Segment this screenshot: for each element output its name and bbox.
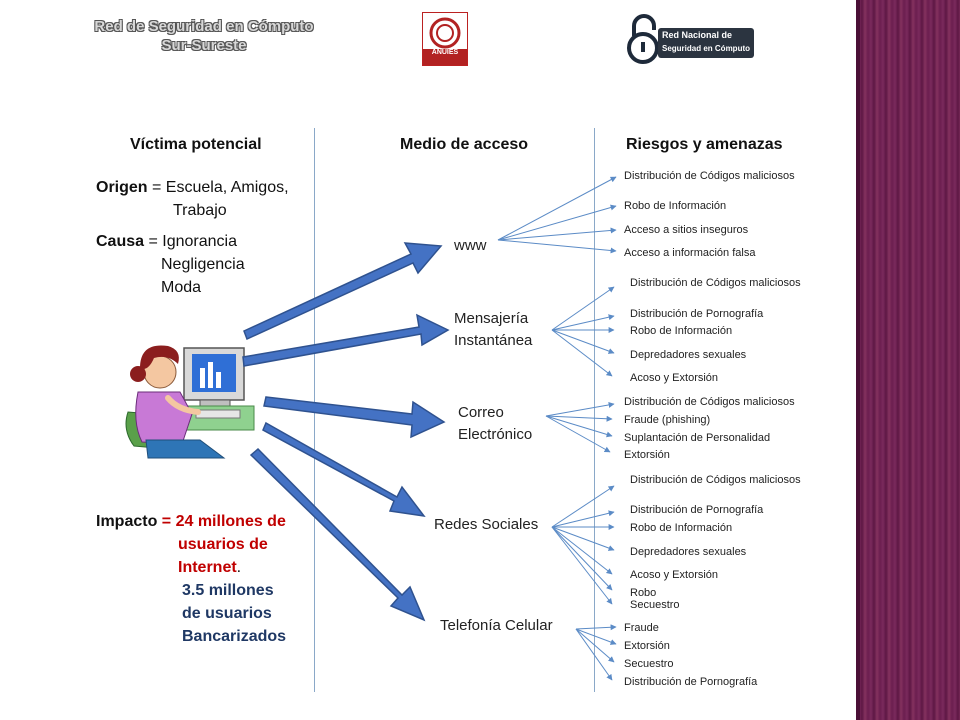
risk-item: Robo de Información bbox=[624, 200, 727, 212]
risk-item: Secuestro bbox=[630, 599, 680, 611]
origin-value-1: = Escuela, Amigos, bbox=[152, 179, 289, 196]
column-heading-risks: Riesgos y amenazas bbox=[626, 136, 783, 153]
medium-redes: Redes Sociales bbox=[434, 516, 539, 533]
risk-item: Fraude (phishing) bbox=[624, 414, 711, 426]
rnsc-logo-line1: Red Nacional de bbox=[662, 30, 733, 40]
risk-item: Distribución de Códigos maliciosos bbox=[624, 170, 795, 182]
impact-red-1: = 24 millones de bbox=[161, 513, 286, 530]
risk-item: Distribución de Pornografía bbox=[630, 504, 764, 516]
impact-red-3: Internet bbox=[178, 559, 237, 576]
risk-item: Distribución de Códigos maliciosos bbox=[624, 396, 795, 408]
risk-item: Depredadores sexuales bbox=[630, 546, 747, 558]
impact-key: Impacto bbox=[96, 513, 158, 530]
header-title-line2: Sur-Sureste bbox=[161, 37, 247, 54]
risk-item: Extorsión bbox=[624, 640, 670, 652]
impact-line3: Internet. bbox=[178, 556, 241, 579]
cause-value-2: Negligencia bbox=[161, 256, 245, 273]
fan-redes bbox=[551, 485, 615, 605]
fan-telefonia bbox=[575, 624, 617, 681]
risk-item: Acoso y Extorsión bbox=[630, 569, 719, 581]
risk-item: Distribución de Pornografía bbox=[630, 308, 764, 320]
medium-www: www bbox=[454, 237, 487, 254]
column-heading-victim: Víctima potencial bbox=[130, 136, 262, 153]
cause-value-3: Moda bbox=[161, 279, 202, 296]
divider-right bbox=[594, 128, 595, 692]
impact-line1: Impacto = 24 millones de bbox=[96, 510, 286, 533]
fan-www bbox=[497, 176, 617, 254]
origin-key: Origen bbox=[96, 179, 148, 196]
medium-correo: Correo Electrónico bbox=[458, 404, 533, 443]
origin-value-2: Trabajo bbox=[173, 202, 227, 219]
slide: Red de Seguridad en Cómputo Sur-Sureste … bbox=[94, 12, 801, 692]
header-title-line1: Red de Seguridad en Cómputo bbox=[94, 18, 314, 35]
risk-item: Fraude bbox=[624, 622, 659, 634]
impact-navy-2: de usuarios bbox=[182, 605, 272, 622]
decorative-sidebar-edge bbox=[856, 0, 860, 720]
rnsc-logo: Red Nacional de Seguridad en Cómputo bbox=[626, 14, 756, 66]
impact-red-2: usuarios de bbox=[178, 536, 268, 553]
medium-mensajeria: Mensajería Instantánea bbox=[454, 310, 533, 349]
risk-item: Acceso a información falsa bbox=[624, 247, 756, 259]
risk-item: Depredadores sexuales bbox=[630, 349, 747, 361]
fan-correo bbox=[545, 401, 615, 453]
risk-item: Secuestro bbox=[624, 658, 674, 670]
decorative-sidebar bbox=[856, 0, 960, 720]
risk-item: Acceso a sitios inseguros bbox=[624, 224, 749, 236]
risk-item: Distribución de Códigos maliciosos bbox=[630, 474, 801, 486]
fan-mensajeria bbox=[551, 286, 615, 377]
risk-item: Suplantación de Personalidad bbox=[624, 432, 771, 444]
arrow-to-mensajeria bbox=[242, 313, 450, 367]
risk-item: Robo de Información bbox=[630, 522, 733, 534]
risk-item: Extorsión bbox=[624, 449, 670, 461]
origin-line1: Origen = Escuela, Amigos, bbox=[96, 176, 289, 199]
anuies-logo-icon bbox=[423, 17, 467, 65]
arrow-to-telefonia bbox=[249, 447, 426, 622]
cause-line1: Causa = Ignorancia bbox=[96, 230, 237, 253]
medium-telefonia: Telefonía Celular bbox=[440, 617, 553, 634]
risk-item: Distribución de Códigos maliciosos bbox=[630, 277, 801, 289]
arrow-to-correo bbox=[263, 396, 446, 439]
padlock-icon bbox=[627, 14, 659, 64]
cause-value-1: = Ignorancia bbox=[148, 233, 237, 250]
cause-key: Causa bbox=[96, 233, 145, 250]
impact-navy-1: 3.5 millones bbox=[182, 582, 274, 599]
risk-item: Robo bbox=[630, 587, 657, 599]
impact-dot: . bbox=[236, 559, 242, 576]
arrow-to-www bbox=[243, 242, 443, 341]
column-heading-medium: Medio de acceso bbox=[400, 136, 529, 153]
risk-item: Acoso y Extorsión bbox=[630, 372, 719, 384]
impact-navy-3: Bancarizados bbox=[182, 628, 287, 645]
rnsc-logo-line2: Seguridad en Cómputo bbox=[662, 44, 750, 53]
anuies-logo-text: ANUIES bbox=[431, 49, 459, 56]
risk-item: Distribución de Pornografía bbox=[624, 676, 758, 688]
anuies-logo: ANUIES bbox=[422, 12, 468, 66]
risk-item: Robo de Información bbox=[630, 325, 733, 337]
arrow-to-redes bbox=[262, 421, 426, 518]
